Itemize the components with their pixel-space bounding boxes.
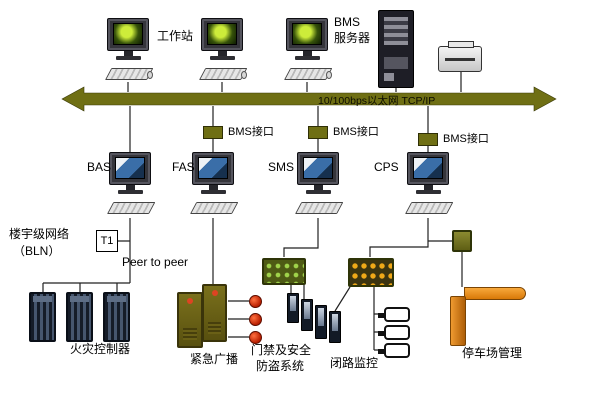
bms-interface-box-2 <box>308 126 328 139</box>
cctv-monitor-1 <box>287 293 299 323</box>
access-security-label-line2: 防盗系统 <box>256 359 305 373</box>
fire-controller-label: 火灾控制器 <box>70 342 131 356</box>
bln-label-line2: （BLN） <box>13 244 61 258</box>
workstation-pc-1 <box>102 18 154 86</box>
sms-label: SMS <box>268 160 295 174</box>
broadcast-unit-2 <box>202 284 227 342</box>
cctv-monitor-4 <box>329 311 341 343</box>
workstation-pc-2 <box>196 18 248 86</box>
bms-interface-label-2: BMS接口 <box>333 126 379 138</box>
camera-box-1 <box>378 307 410 322</box>
parking-label: 停车场管理 <box>462 346 523 360</box>
workstation-label: 工作站 <box>157 29 194 43</box>
parking-barrier-arm <box>464 287 526 300</box>
bas-label: BAS <box>87 160 112 174</box>
sms-junction-box <box>262 258 306 285</box>
fas-pc <box>187 152 239 220</box>
bms-interface-label-3: BMS接口 <box>443 133 489 145</box>
ethernet-bus-arrow <box>61 86 557 112</box>
cctv-monitor-3 <box>315 305 327 339</box>
cps-label: CPS <box>374 160 399 174</box>
fire-cabinet-1 <box>29 292 56 342</box>
cps-pc <box>402 152 454 220</box>
workstation-pc-3 <box>281 18 333 86</box>
screen <box>113 23 143 45</box>
mouse <box>147 71 153 79</box>
bms-interface-box-3 <box>418 133 438 146</box>
camera-box-2 <box>378 325 410 340</box>
cctv-label: 闭路监控 <box>330 356 379 370</box>
fire-cabinet-3 <box>103 292 130 342</box>
cps-junction-box <box>348 258 394 287</box>
cctv-monitor-2 <box>301 299 313 331</box>
parking-relay-box <box>452 230 472 252</box>
access-security-label-line1: 门禁及安全 <box>251 343 312 357</box>
fire-cabinet-2 <box>66 292 93 342</box>
alarm-sensor-3 <box>249 331 262 344</box>
camera-box-3 <box>378 343 410 358</box>
t1-box: T1 <box>96 230 118 252</box>
bms-interface-label-1: BMS接口 <box>228 126 274 138</box>
bms-server-label-line2: 服务器 <box>334 31 371 45</box>
alarm-sensor-1 <box>249 295 262 308</box>
fas-label: FAS <box>172 160 195 174</box>
ethernet-bus-label: 10/100bps以太网 TCP/IP <box>318 95 436 107</box>
bas-pc <box>104 152 156 220</box>
parking-barrier-post <box>450 296 466 346</box>
bln-label-line1: 楼宇级网络 <box>9 227 70 241</box>
printer <box>438 41 482 72</box>
bms-server-tower <box>378 10 414 88</box>
alarm-sensor-2 <box>249 313 262 326</box>
broadcast-unit-1 <box>177 292 203 348</box>
sms-pc <box>292 152 344 220</box>
bms-interface-box-1 <box>203 126 223 139</box>
peer-to-peer-label: Peer to peer <box>122 255 189 269</box>
emergency-broadcast-label: 紧急广播 <box>190 352 239 366</box>
bms-server-label-line1: BMS <box>334 15 361 29</box>
